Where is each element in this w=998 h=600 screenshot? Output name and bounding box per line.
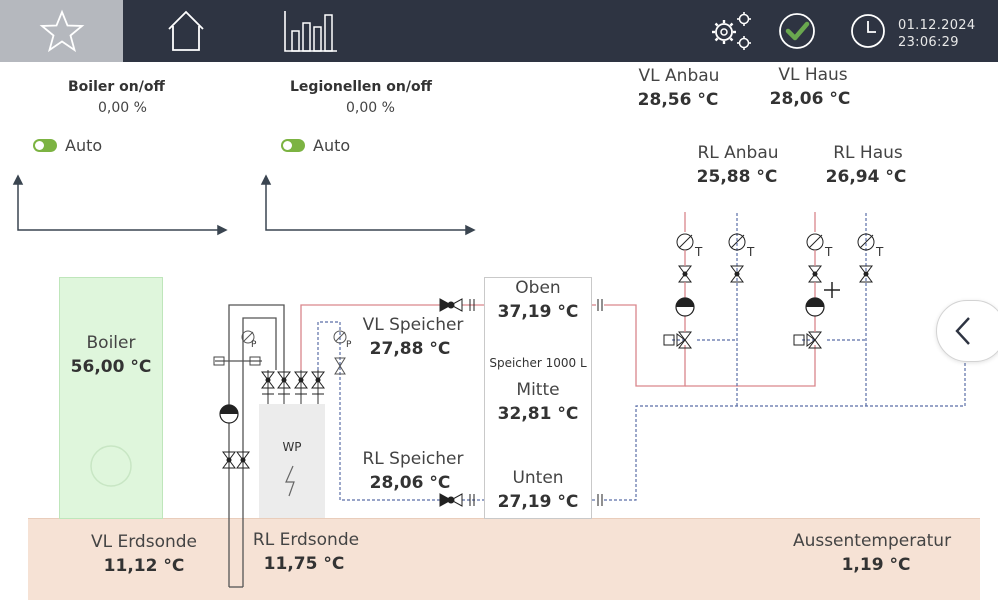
temp-sensor-letter: T (747, 245, 755, 259)
tank-middle-value[interactable]: 32,81 °C (497, 404, 579, 424)
boiler-mode-label: Auto (65, 136, 103, 155)
rl-anbau-label: RL Anbau (697, 143, 779, 163)
tank-bottom-value[interactable]: 27,19 °C (497, 492, 579, 512)
temp-sensor-letter: T (825, 245, 833, 259)
boiler-value[interactable]: 56,00 °C (70, 357, 152, 377)
boiler-auto-toggle[interactable]: Auto (33, 136, 102, 155)
outdoor-temp-value[interactable]: 1,19 °C (841, 555, 911, 575)
rl-speicher-label: RL Speicher (362, 449, 464, 469)
tank-bottom-label: Unten (512, 468, 564, 488)
tank-capacity-label: Speicher 1000 L (489, 356, 587, 370)
toggle-switch-icon (33, 139, 57, 152)
heat-pump-label: WP (282, 440, 302, 454)
rl-erdsonde-value[interactable]: 11,75 °C (263, 554, 345, 574)
vl-erdsonde-label: VL Erdsonde (90, 532, 197, 552)
rl-haus-label: RL Haus (833, 143, 903, 163)
boiler-tank[interactable] (59, 277, 163, 519)
clock-icon (851, 14, 885, 48)
rl-speicher-value[interactable]: 28,06 °C (369, 473, 451, 493)
time: 23:06:29 (898, 35, 959, 50)
temp-sensor-letter: T (876, 245, 884, 259)
tank-top-label: Oben (515, 278, 561, 298)
side-panel-toggle-button[interactable] (936, 300, 998, 362)
rl-erdsonde-label: RL Erdsonde (252, 530, 360, 550)
charts-tab[interactable] (248, 0, 373, 62)
rl-haus-value[interactable]: 26,94 °C (825, 167, 907, 187)
status-ok-icon (779, 13, 815, 49)
vl-anbau-label: VL Anbau (638, 66, 720, 86)
vl-erdsonde-value[interactable]: 11,12 °C (103, 556, 185, 576)
rl-anbau-value[interactable]: 25,88 °C (696, 167, 778, 187)
tank-top-value[interactable]: 37,19 °C (497, 302, 579, 322)
vl-haus-value[interactable]: 28,06 °C (769, 89, 851, 109)
pressure-sensor-letter: P (346, 340, 352, 350)
vl-haus-label: VL Haus (778, 65, 848, 85)
storage-tank[interactable] (484, 277, 592, 519)
tank-middle-label: Mitte (516, 380, 560, 400)
heat-pump[interactable] (259, 404, 325, 518)
bar-chart-icon (283, 11, 337, 52)
home-tab[interactable] (123, 0, 248, 62)
top-navigation-bar: 01.12.2024 23:06:29 (0, 0, 998, 62)
favorites-tab[interactable] (0, 0, 123, 62)
settings-gears-icon (712, 12, 751, 50)
home-icon (167, 10, 204, 51)
vl-anbau-value[interactable]: 28,56 °C (637, 90, 719, 110)
date-time: 01.12.2024 23:06:29 (898, 17, 975, 51)
boiler-control-value: 0,00 % (98, 100, 147, 116)
toggle-switch-icon (281, 139, 305, 152)
boiler-control-title: Boiler on/off (68, 79, 165, 95)
clock-button[interactable] (846, 0, 890, 62)
legionellen-mode-label: Auto (313, 136, 351, 155)
boiler-label: Boiler (86, 333, 136, 353)
date: 01.12.2024 (898, 18, 976, 33)
legionellen-control-title: Legionellen on/off (290, 79, 432, 95)
pressure-sensor-letter: P (251, 340, 257, 350)
vl-speicher-value[interactable]: 27,88 °C (369, 339, 451, 359)
legionellen-control-value: 0,00 % (346, 100, 395, 116)
chevron-left-icon (955, 317, 970, 345)
vl-speicher-label: VL Speicher (362, 315, 464, 335)
temp-sensor-letter: T (695, 245, 703, 259)
ground-area (28, 518, 980, 600)
settings-button[interactable] (700, 0, 762, 62)
outdoor-temp-label: Aussentemperatur (792, 531, 952, 551)
legionellen-auto-toggle[interactable]: Auto (281, 136, 350, 155)
star-icon (39, 9, 84, 53)
system-status-button[interactable] (766, 0, 828, 62)
